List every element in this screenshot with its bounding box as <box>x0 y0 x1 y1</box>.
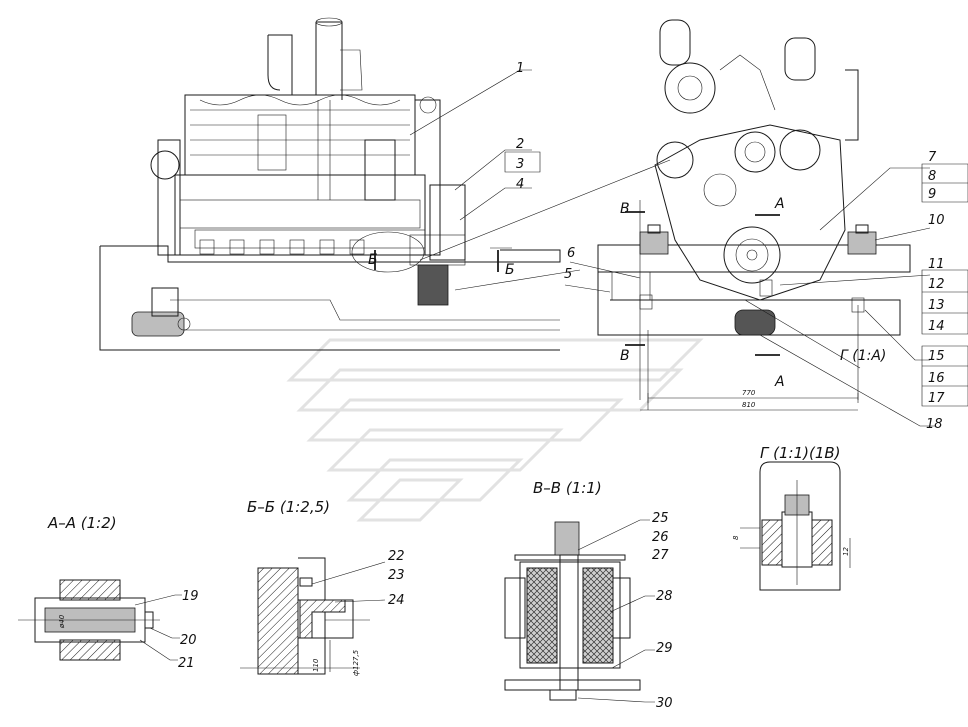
watermark <box>286 338 704 522</box>
section-titles: А–А (1:2) Б–Б (1:2,5) В–В (1:1) Г (1:1)(… <box>47 444 841 532</box>
detail-g <box>740 461 851 591</box>
callout-10: 10 <box>928 213 945 228</box>
section-mark-b-right: Б <box>505 262 515 278</box>
injector-rail <box>199 239 365 255</box>
section-mark-a-top: А <box>774 196 785 212</box>
callout-15: 15 <box>928 349 945 364</box>
callout-6: 6 <box>567 246 575 261</box>
callout-9: 9 <box>928 187 936 202</box>
section-title-aa: А–А (1:2) <box>47 514 117 532</box>
callout-19: 19 <box>182 589 199 604</box>
callout-27: 27 <box>652 548 669 563</box>
section-title-g: Г (1:1)(1В) <box>760 444 841 462</box>
callout-16: 16 <box>928 371 945 386</box>
callout-labels: 1 2 3 4 5 6 7 8 9 10 11 12 13 14 15 16 1… <box>178 61 945 711</box>
detail-mark-g: Г (1:А) <box>840 348 886 364</box>
callout-4: 4 <box>516 177 524 192</box>
section-mark-v-bottom: В <box>620 348 630 364</box>
dimension-127-5: ф127,5 <box>352 649 360 676</box>
dimension-labels: 770 810 ø40 110 ф127,5 8 12 <box>58 389 850 676</box>
callout-23: 23 <box>388 568 405 583</box>
callout-29: 29 <box>656 641 673 656</box>
callout-7: 7 <box>928 150 937 165</box>
section-mark-v-top: В <box>620 201 630 217</box>
dimension-810: 810 <box>742 401 756 409</box>
dimension-770: 770 <box>742 389 756 397</box>
callout-8: 8 <box>928 169 936 184</box>
callout-25: 25 <box>652 511 669 526</box>
callout-3: 3 <box>516 157 524 172</box>
callout-30: 30 <box>656 696 673 711</box>
section-bb <box>240 557 386 675</box>
dimension-110: 110 <box>312 658 320 672</box>
callout-13: 13 <box>928 298 945 313</box>
section-mark-b-left: Б <box>368 252 378 268</box>
callout-box-grid <box>504 151 968 407</box>
callout-14: 14 <box>928 319 945 334</box>
callout-12: 12 <box>928 277 945 292</box>
engine-front-view <box>564 19 935 427</box>
callout-17: 17 <box>928 391 945 406</box>
section-title-vv: В–В (1:1) <box>533 479 602 497</box>
callout-21: 21 <box>178 656 195 671</box>
dimension-diameter-40: ø40 <box>58 614 66 629</box>
engine-side-view <box>99 17 671 351</box>
callout-5: 5 <box>564 267 572 282</box>
section-mark-a-bottom: А <box>774 374 785 390</box>
section-title-bb: Б–Б (1:2,5) <box>247 498 330 516</box>
callout-11: 11 <box>928 257 945 272</box>
callout-2: 2 <box>516 137 524 152</box>
callout-28: 28 <box>656 589 673 604</box>
dimension-8: 8 <box>732 535 740 540</box>
callout-1: 1 <box>516 61 524 76</box>
callout-26: 26 <box>652 530 669 545</box>
section-vv <box>504 519 655 703</box>
callout-20: 20 <box>180 633 197 648</box>
section-mark-labels: Б Б В В А А Г (1:А) <box>368 196 886 390</box>
callout-18: 18 <box>926 417 943 432</box>
callout-24: 24 <box>388 593 405 608</box>
section-aa <box>18 579 182 661</box>
callout-22: 22 <box>388 549 405 564</box>
dimension-12: 12 <box>842 547 850 556</box>
